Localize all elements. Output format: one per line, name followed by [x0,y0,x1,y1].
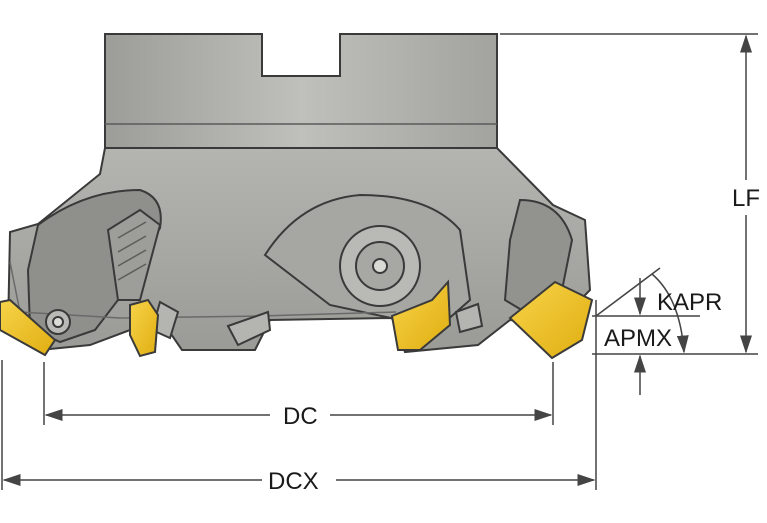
label-apmx: APMX [604,325,672,352]
insert-screws [45,208,484,347]
dimension-lines [1,33,758,490]
small-clamp-mid [226,310,272,347]
insert-right [508,280,594,360]
insert-third [390,279,452,351]
cutter-body [6,33,592,354]
kapr-arc [651,273,689,354]
small-clamp-right [454,302,484,334]
cutting-inserts [0,279,594,360]
label-dc: DC [283,403,318,430]
insert-left [0,298,57,357]
insert-second [129,298,160,358]
kapr-angle-line [595,267,661,317]
label-kapr: KAPR [657,289,722,316]
dimension-labels: LF KAPR APMX DC DCX [268,182,764,495]
label-dcx: DCX [268,468,319,495]
shaft [104,33,498,149]
label-lf: LF [732,185,760,212]
